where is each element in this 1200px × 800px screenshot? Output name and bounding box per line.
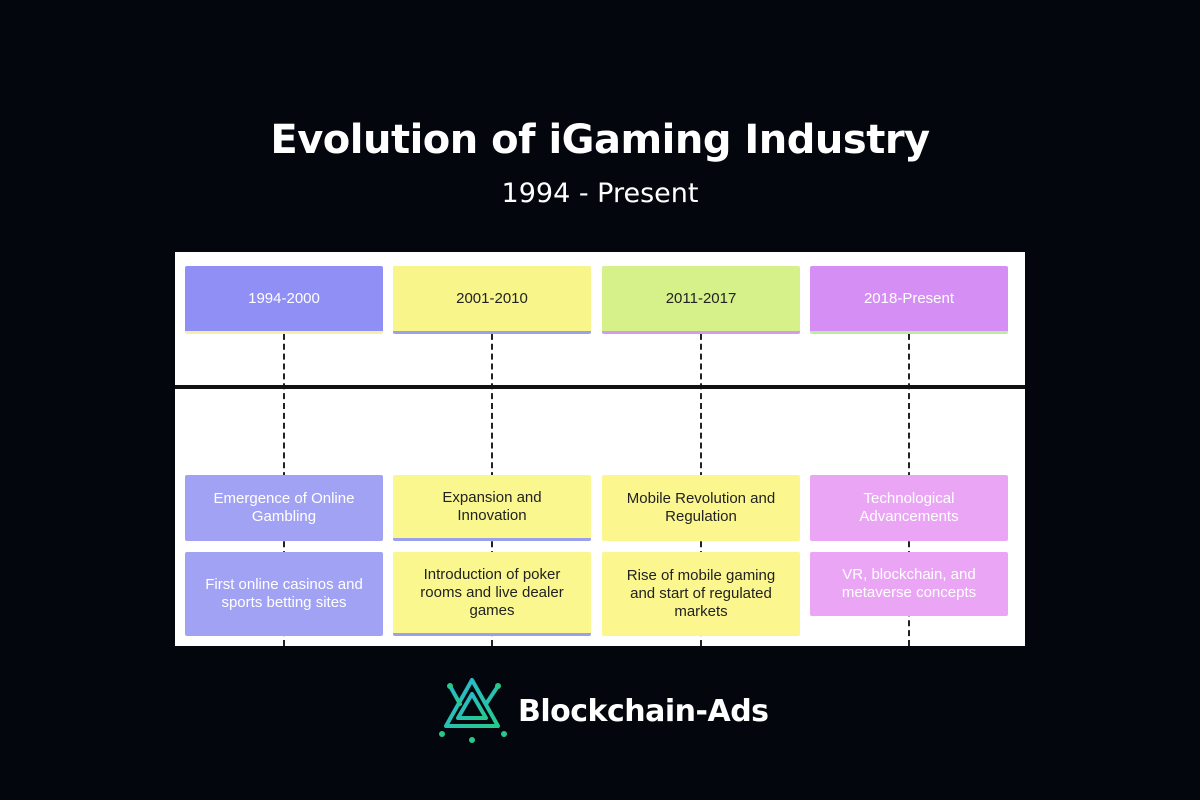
timeline-panel: 1994-2000 2001-2010 2011-2017 2018-Prese…: [175, 252, 1025, 646]
period-header-2: 2001-2010: [393, 266, 591, 334]
event-box-4: Technological Advancements: [810, 475, 1008, 541]
detail-box-2: Introduction of poker rooms and live dea…: [393, 552, 591, 636]
event-box-3: Mobile Revolution and Regulation: [602, 475, 800, 541]
detail-box-3: Rise of mobile gaming and start of regul…: [602, 552, 800, 636]
timeline-axis: [175, 385, 1025, 389]
period-header-3: 2011-2017: [602, 266, 800, 334]
event-box-2: Expansion and Innovation: [393, 475, 591, 541]
event-box-1: Emergence of Online Gambling: [185, 475, 383, 541]
diagram-title: Evolution of iGaming Industry: [270, 117, 930, 163]
detail-box-1: First online casinos and sports betting …: [185, 552, 383, 636]
diagram-subtitle: 1994 - Present: [501, 178, 699, 209]
brand-name: Blockchain-Ads: [518, 693, 769, 729]
blockchain-ads-logo-icon: [436, 674, 508, 749]
brand-logo: Blockchain-Ads: [436, 676, 769, 746]
detail-box-4: VR, blockchain, and metaverse concepts: [810, 552, 1008, 616]
period-header-4: 2018-Present: [810, 266, 1008, 334]
period-header-1: 1994-2000: [185, 266, 383, 334]
